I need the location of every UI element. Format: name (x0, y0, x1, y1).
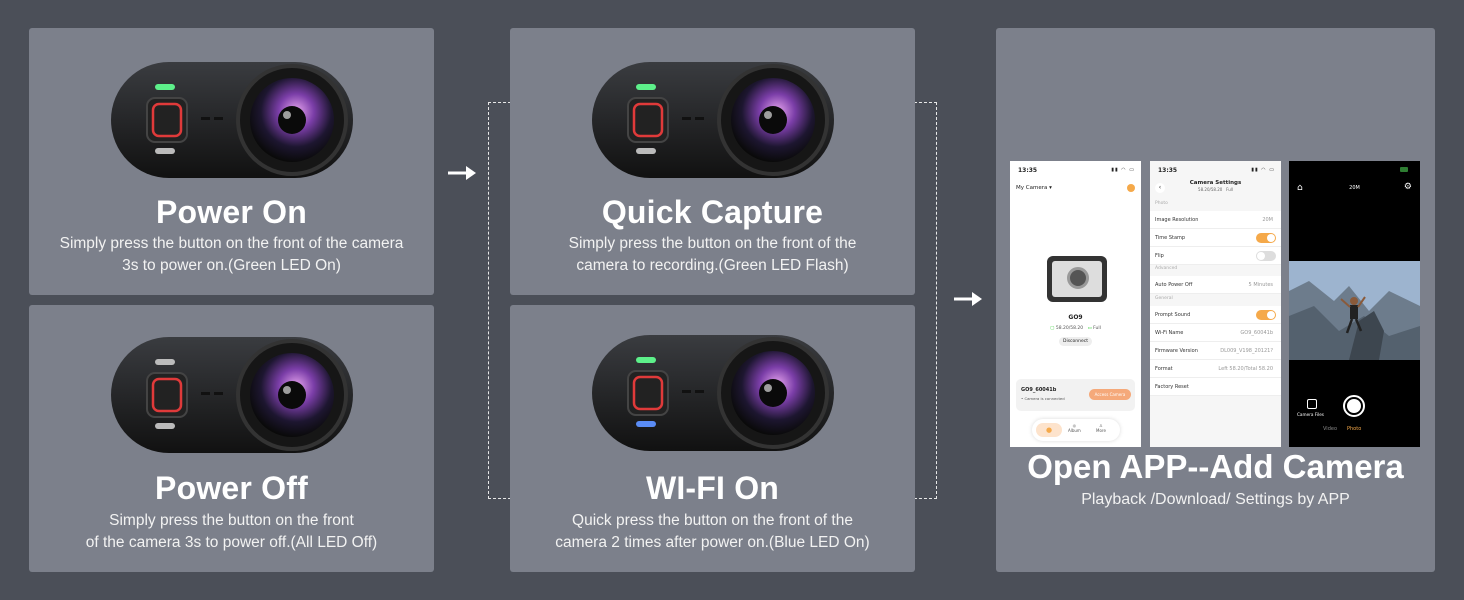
battery-icon (1400, 167, 1408, 172)
settings-row-value: DL009_V198_20121? (1220, 348, 1273, 354)
camera-device-icon (110, 337, 353, 453)
device-status: • Camera is connected (1021, 396, 1065, 401)
settings-row-value: Left 58.20/Total 58.20 (1218, 366, 1273, 372)
access-camera-button[interactable]: Access Camera (1089, 389, 1131, 400)
camera-files-icon[interactable] (1307, 399, 1317, 409)
settings-row[interactable]: Format Left 58.20/Total 58.20 (1150, 360, 1281, 378)
panel-wifi-on: WI-FI On Quick press the button on the f… (510, 305, 915, 572)
status-icons: ▮▮ ◠ ▭ (1251, 167, 1275, 173)
status-time: 13:35 (1158, 167, 1178, 174)
settings-row-value: 20M (1262, 217, 1273, 223)
section-label: General (1155, 296, 1173, 301)
panel-title: Power Off (155, 470, 308, 506)
device-id: GO9_60041b (1021, 387, 1057, 393)
arrow-right-icon (954, 292, 982, 306)
bottom-nav: ● ◎Album ♙More (1032, 419, 1120, 441)
app-settings-screen: 13:35 ▮▮ ◠ ▭ ‹ Camera Settings 58.20/58.… (1150, 161, 1281, 447)
section-label: Photo (1155, 201, 1168, 206)
settings-row-label: Firmware Version (1155, 348, 1198, 354)
panel-power-off: Power Off Simply press the button on the… (29, 305, 434, 572)
mode-photo[interactable]: Photo (1347, 426, 1362, 432)
description-line: camera 2 times after power on.(Blue LED … (555, 534, 870, 551)
app-panel-title: Open APP--Add Camera (1027, 448, 1404, 485)
description-line: of the camera 3s to power off.(All LED O… (85, 534, 378, 551)
settings-row-label: Image Resolution (1155, 217, 1199, 223)
camera-device-icon (591, 335, 834, 451)
settings-row[interactable]: Prompt Sound (1150, 306, 1281, 324)
disconnect-button[interactable]: Disconnect (1059, 337, 1092, 346)
status-time: 13:35 (1018, 167, 1038, 174)
shutter-button[interactable] (1343, 395, 1365, 417)
camera-files-label: Camera Files (1297, 412, 1324, 417)
toggle-switch[interactable] (1256, 310, 1276, 320)
back-icon[interactable]: ‹ (1155, 183, 1165, 193)
description-line: 3s to power on.(Green LED On) (122, 257, 341, 274)
settings-row-label: Wi-Fi Name (1155, 330, 1184, 336)
nav-album-tab[interactable]: ◎Album (1068, 423, 1081, 433)
settings-status: 58.20/58.20 Full (1198, 187, 1233, 192)
settings-row-label: Time Stamp (1155, 235, 1186, 241)
panel-title: Quick Capture (601, 194, 824, 230)
device-card: GO9_60041b • Camera is connected Access … (1016, 379, 1135, 411)
panel-app: 13:35 ▮▮ ◠ ▭ My Camera ▾ GO9 ▢ 58.20/58.… (996, 28, 1435, 572)
home-icon[interactable]: ⌂ (1297, 183, 1303, 193)
my-camera-dropdown[interactable]: My Camera ▾ (1016, 185, 1052, 191)
nav-camera-tab[interactable]: ● (1036, 423, 1062, 437)
panel-power-on: Power On Simply press the button on the … (29, 28, 434, 295)
panel-description: Simply press the button on the front of … (39, 510, 424, 554)
settings-icon[interactable]: ⚙ (1403, 182, 1412, 192)
camera-illustration (590, 333, 836, 453)
live-preview-image (1289, 261, 1420, 360)
settings-row-label: Factory Reset (1155, 384, 1189, 390)
add-icon[interactable] (1127, 184, 1135, 192)
settings-row[interactable]: Auto Power Off 5 Minutes (1150, 276, 1281, 294)
panel-description: Simply press the button on the front of … (520, 233, 905, 277)
settings-title: Camera Settings (1189, 180, 1242, 186)
description-line: Simply press the button on the front of … (568, 235, 857, 252)
status-icons: ▮▮ ◠ ▭ (1111, 167, 1135, 173)
camera-status: ▢ 58.20/58.20 ▭ Full (1050, 326, 1101, 331)
resolution-label: 20M (1349, 185, 1360, 191)
mode-video[interactable]: Video (1323, 426, 1338, 432)
settings-row[interactable]: Flip (1150, 247, 1281, 265)
app-home-screen: 13:35 ▮▮ ◠ ▭ My Camera ▾ GO9 ▢ 58.20/58.… (1010, 161, 1141, 447)
settings-row[interactable]: Wi-Fi Name GO9_60041b (1150, 324, 1281, 342)
settings-row-value: GO9_60041b (1240, 330, 1273, 336)
panel-quick-capture: Quick Capture Simply press the button on… (510, 28, 915, 295)
nav-more-tab[interactable]: ♙More (1096, 423, 1106, 433)
settings-row-value: 5 Minutes (1248, 282, 1273, 288)
camera-model: GO9 (1068, 314, 1083, 321)
description-line: Quick press the button on the front of t… (572, 512, 853, 529)
camera-illustration (109, 60, 355, 180)
toggle-switch[interactable] (1256, 251, 1276, 261)
toggle-switch[interactable] (1256, 233, 1276, 243)
arrow-right-icon (448, 166, 476, 180)
settings-row[interactable]: Firmware Version DL009_V198_20121? (1150, 342, 1281, 360)
panel-title: WI-FI On (645, 470, 780, 506)
panel-description: Simply press the button on the front of … (39, 233, 424, 277)
camera-device-icon (591, 62, 834, 178)
description-line: Simply press the button on the front of … (59, 235, 404, 252)
settings-row[interactable]: Factory Reset (1150, 378, 1281, 396)
settings-row-label: Format (1155, 366, 1173, 372)
description-line: camera to recording.(Green LED Flash) (576, 257, 849, 274)
camera-thumbnail (1047, 256, 1107, 302)
description-line: Simply press the button on the front (109, 512, 354, 529)
settings-row-label: Flip (1155, 253, 1164, 259)
section-label: Advanced (1155, 266, 1178, 271)
camera-illustration (590, 60, 836, 180)
camera-device-icon (110, 62, 353, 178)
panel-description: Quick press the button on the front of t… (520, 510, 905, 554)
app-camera-screen: ⌂ 20M ⚙ Camera Files Video Photo (1289, 161, 1420, 447)
settings-row[interactable]: Image Resolution 20M (1150, 211, 1281, 229)
settings-row-label: Prompt Sound (1155, 312, 1191, 318)
settings-row[interactable]: Time Stamp (1150, 229, 1281, 247)
panel-title: Power On (156, 194, 307, 230)
camera-illustration (109, 335, 355, 455)
settings-row-label: Auto Power Off (1155, 282, 1193, 288)
app-panel-subtitle: Playback /Download/ Settings by APP (1081, 491, 1350, 508)
